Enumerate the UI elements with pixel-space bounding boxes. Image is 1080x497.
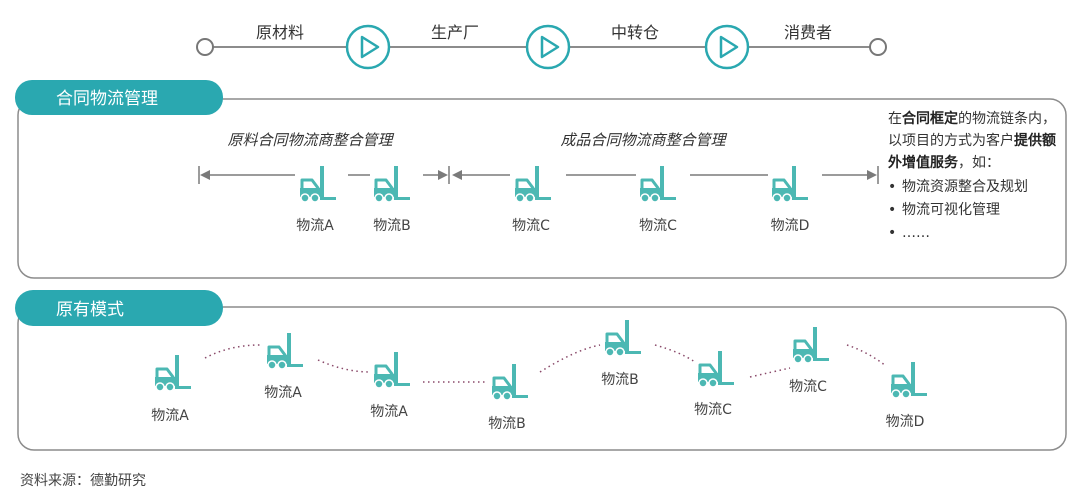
flow-node-label: 原材料 <box>256 23 304 42</box>
original-mode-panel: 原有模式 物流A 物流A 物流A 物流B 物流B 物流C <box>15 290 1067 451</box>
play-icon <box>704 24 750 70</box>
panel-title-tab <box>15 290 223 326</box>
note-bullet: 物流可视化管理 <box>888 199 1066 222</box>
note-text-part: 的物流链条内，以项目的方式为客户 <box>888 111 1056 149</box>
note-bullet: 物流资源整合及规划 <box>888 176 1066 199</box>
raw-section-label: 原料合同物流商整合管理 <box>227 131 394 149</box>
note-bullet: …… <box>888 222 1066 245</box>
panel-title-tab <box>15 80 223 115</box>
vehicle-label: 物流A <box>296 218 334 234</box>
note-text-part: 在 <box>888 111 902 127</box>
value-added-note: 在合同框定的物流链条内，以项目的方式为客户提供额外增值服务，如： 物流资源整合及… <box>888 108 1066 245</box>
product-range-line <box>452 166 879 184</box>
panel-title: 原有模式 <box>56 300 124 320</box>
note-bold-text: 提供额外增值服务 <box>888 133 1056 171</box>
vehicle-label: 物流A <box>264 385 302 401</box>
panel-title: 合同物流管理 <box>56 89 158 109</box>
flow-start-node <box>196 38 214 56</box>
vehicle-label: 物流B <box>601 372 639 388</box>
vehicle-label: 物流D <box>771 218 810 234</box>
contract-logistics-panel: 合同物流管理 原料合同物流商整合管理 成品合同物流商整合管理 <box>15 80 1067 279</box>
vehicle-label: 物流B <box>373 218 411 234</box>
flow-end-node <box>869 38 887 56</box>
raw-range-line <box>198 166 450 184</box>
flow-node-label: 生产厂 <box>431 23 479 42</box>
vehicle-label: 物流C <box>694 402 732 418</box>
supply-chain-flow: 原材料 生产厂 中转仓 消费者 <box>196 23 887 70</box>
note-bullet-list: 物流资源整合及规划 物流可视化管理 …… <box>888 176 1066 245</box>
vehicle-label: 物流A <box>151 408 189 424</box>
play-icon <box>345 24 391 70</box>
dotted-connectors <box>204 344 887 383</box>
play-icon <box>525 24 571 70</box>
note-bold-text: 合同框定 <box>902 111 958 127</box>
vehicle-label: 物流D <box>886 414 925 430</box>
note-text-part: ，如： <box>958 155 1000 171</box>
flow-node-label: 中转仓 <box>611 23 659 42</box>
vehicle-label: 物流C <box>789 379 827 395</box>
vehicle-label: 物流A <box>370 404 408 420</box>
vehicle-label: 物流C <box>639 218 677 234</box>
vehicle-label: 物流B <box>488 416 526 432</box>
flow-node-label: 消费者 <box>784 23 832 42</box>
source-caption: 资料来源：德勤研究 <box>20 473 146 489</box>
vehicle-label: 物流C <box>512 218 550 234</box>
product-section-label: 成品合同物流商整合管理 <box>560 131 727 149</box>
note-text: 在合同框定的物流链条内，以项目的方式为客户提供额外增值服务，如： <box>888 108 1066 174</box>
